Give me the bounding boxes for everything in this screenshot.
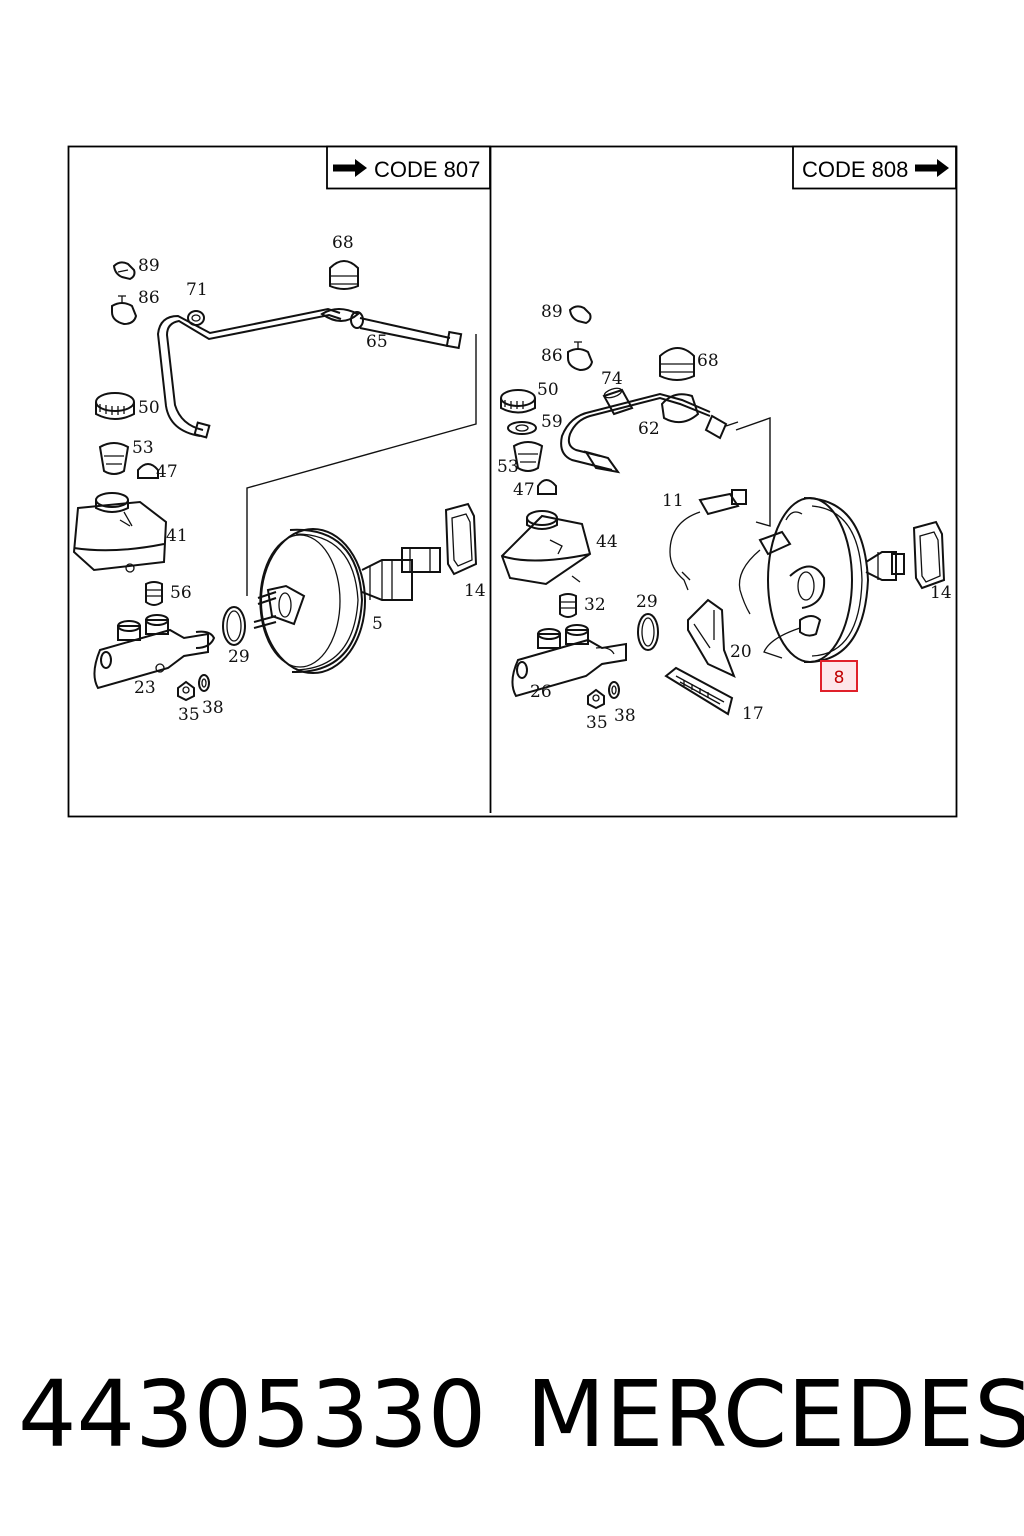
- callout-35: 35: [586, 713, 608, 733]
- callout-38: 38: [614, 706, 636, 726]
- callout-35: 35: [178, 705, 200, 725]
- highlight-part-8[interactable]: 8: [820, 660, 858, 692]
- left-panel-drawing: [72, 260, 478, 702]
- callout-86: 86: [138, 288, 160, 308]
- callout-17: 17: [742, 704, 764, 724]
- callout-68: 68: [697, 351, 719, 371]
- brand-name: MERCEDES: [526, 1361, 1024, 1468]
- callout-62: 62: [638, 419, 660, 439]
- callout-74: 74: [601, 369, 623, 389]
- callout-41: 41: [166, 526, 188, 546]
- code-808-text: CODE 808: [802, 157, 908, 182]
- callout-53: 53: [497, 457, 519, 477]
- callout-44: 44: [596, 532, 618, 552]
- callout-89: 89: [541, 302, 563, 322]
- arrow-right-icon: [915, 159, 949, 177]
- callout-32: 32: [584, 595, 606, 615]
- callout-23: 23: [134, 678, 156, 698]
- callout-11: 11: [662, 491, 684, 511]
- callout-47: 47: [513, 480, 535, 500]
- callout-56: 56: [170, 583, 192, 603]
- diagram-frame: [67, 145, 958, 818]
- callout-20: 20: [730, 642, 752, 662]
- parts-diagram: CODE 807 CODE 808: [67, 145, 958, 818]
- callout-47: 47: [156, 462, 178, 482]
- callout-68: 68: [332, 233, 354, 253]
- right-panel-drawing: [500, 305, 946, 716]
- callout-89: 89: [138, 256, 160, 276]
- callout-8: 8: [834, 668, 845, 688]
- arrow-right-icon: [333, 159, 367, 177]
- callout-65: 65: [366, 332, 388, 352]
- callout-29: 29: [636, 592, 658, 612]
- callout-53: 53: [132, 438, 154, 458]
- code-807-label: CODE 807: [326, 145, 491, 190]
- callout-59: 59: [541, 412, 563, 432]
- callout-50: 50: [537, 380, 559, 400]
- callout-14: 14: [464, 581, 486, 601]
- callout-14: 14: [930, 583, 952, 603]
- code-807-text: CODE 807: [374, 157, 480, 182]
- callout-71: 71: [186, 280, 208, 300]
- callout-5: 5: [372, 614, 383, 634]
- part-number: 44305330: [18, 1361, 487, 1468]
- callout-38: 38: [202, 698, 224, 718]
- code-808-label: CODE 808: [792, 145, 957, 190]
- right-callouts: 89 86 74 68 50 59 62 53 47 11 44 32 29 2…: [497, 302, 952, 733]
- callout-86: 86: [541, 346, 563, 366]
- callout-29: 29: [228, 647, 250, 667]
- callout-26: 26: [530, 682, 552, 702]
- callout-50: 50: [138, 398, 160, 418]
- left-callouts: 89 86 71 68 65 50 53 47 41 56 23 29 35 3…: [132, 233, 486, 725]
